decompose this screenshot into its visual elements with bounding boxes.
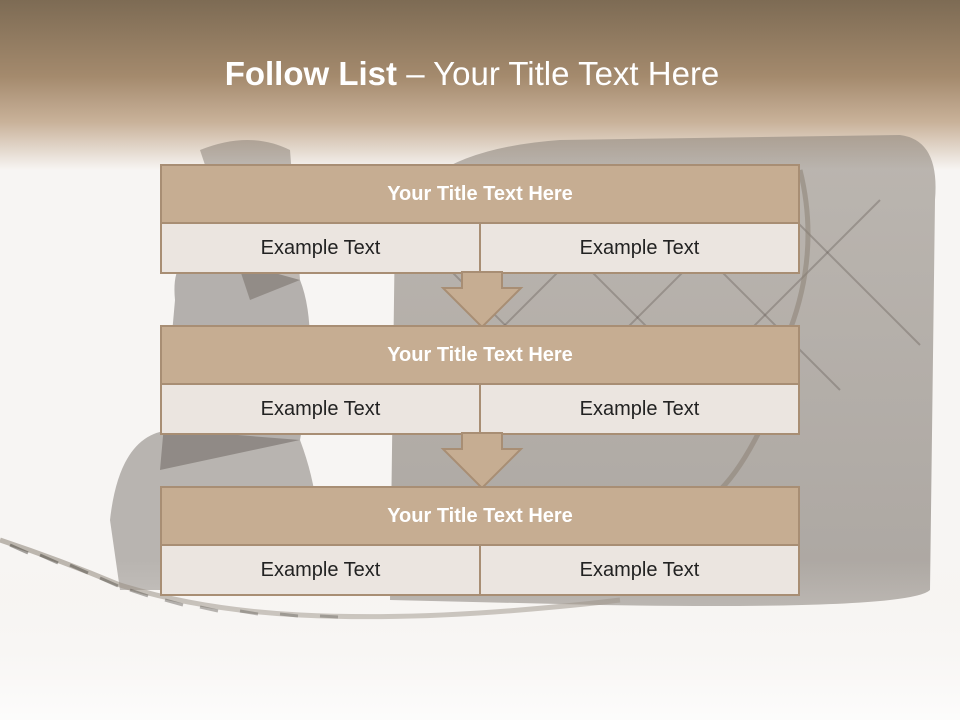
slide-title-bold: Follow List xyxy=(224,55,398,92)
slide-title-rest: – Your Title Text Here xyxy=(397,55,720,92)
step-cell-right: Example Text xyxy=(479,224,798,272)
step-title: Your Title Text Here xyxy=(162,166,798,224)
step-box-3: Your Title Text Here Example Text Exampl… xyxy=(160,486,800,596)
step-title: Your Title Text Here xyxy=(162,327,798,385)
down-arrow-icon xyxy=(440,432,524,490)
step-box-2: Your Title Text Here Example Text Exampl… xyxy=(160,325,800,435)
step-cell-right: Example Text xyxy=(479,546,798,594)
step-title: Your Title Text Here xyxy=(162,488,798,546)
slide-title: Follow List – Your Title Text Here xyxy=(0,52,944,96)
step-row: Example Text Example Text xyxy=(162,224,798,272)
step-row: Example Text Example Text xyxy=(162,385,798,433)
step-row: Example Text Example Text xyxy=(162,546,798,594)
step-box-1: Your Title Text Here Example Text Exampl… xyxy=(160,164,800,274)
step-cell-left: Example Text xyxy=(162,546,479,594)
step-cell-left: Example Text xyxy=(162,224,479,272)
down-arrow-icon xyxy=(440,271,524,329)
step-cell-right: Example Text xyxy=(479,385,798,433)
step-cell-left: Example Text xyxy=(162,385,479,433)
